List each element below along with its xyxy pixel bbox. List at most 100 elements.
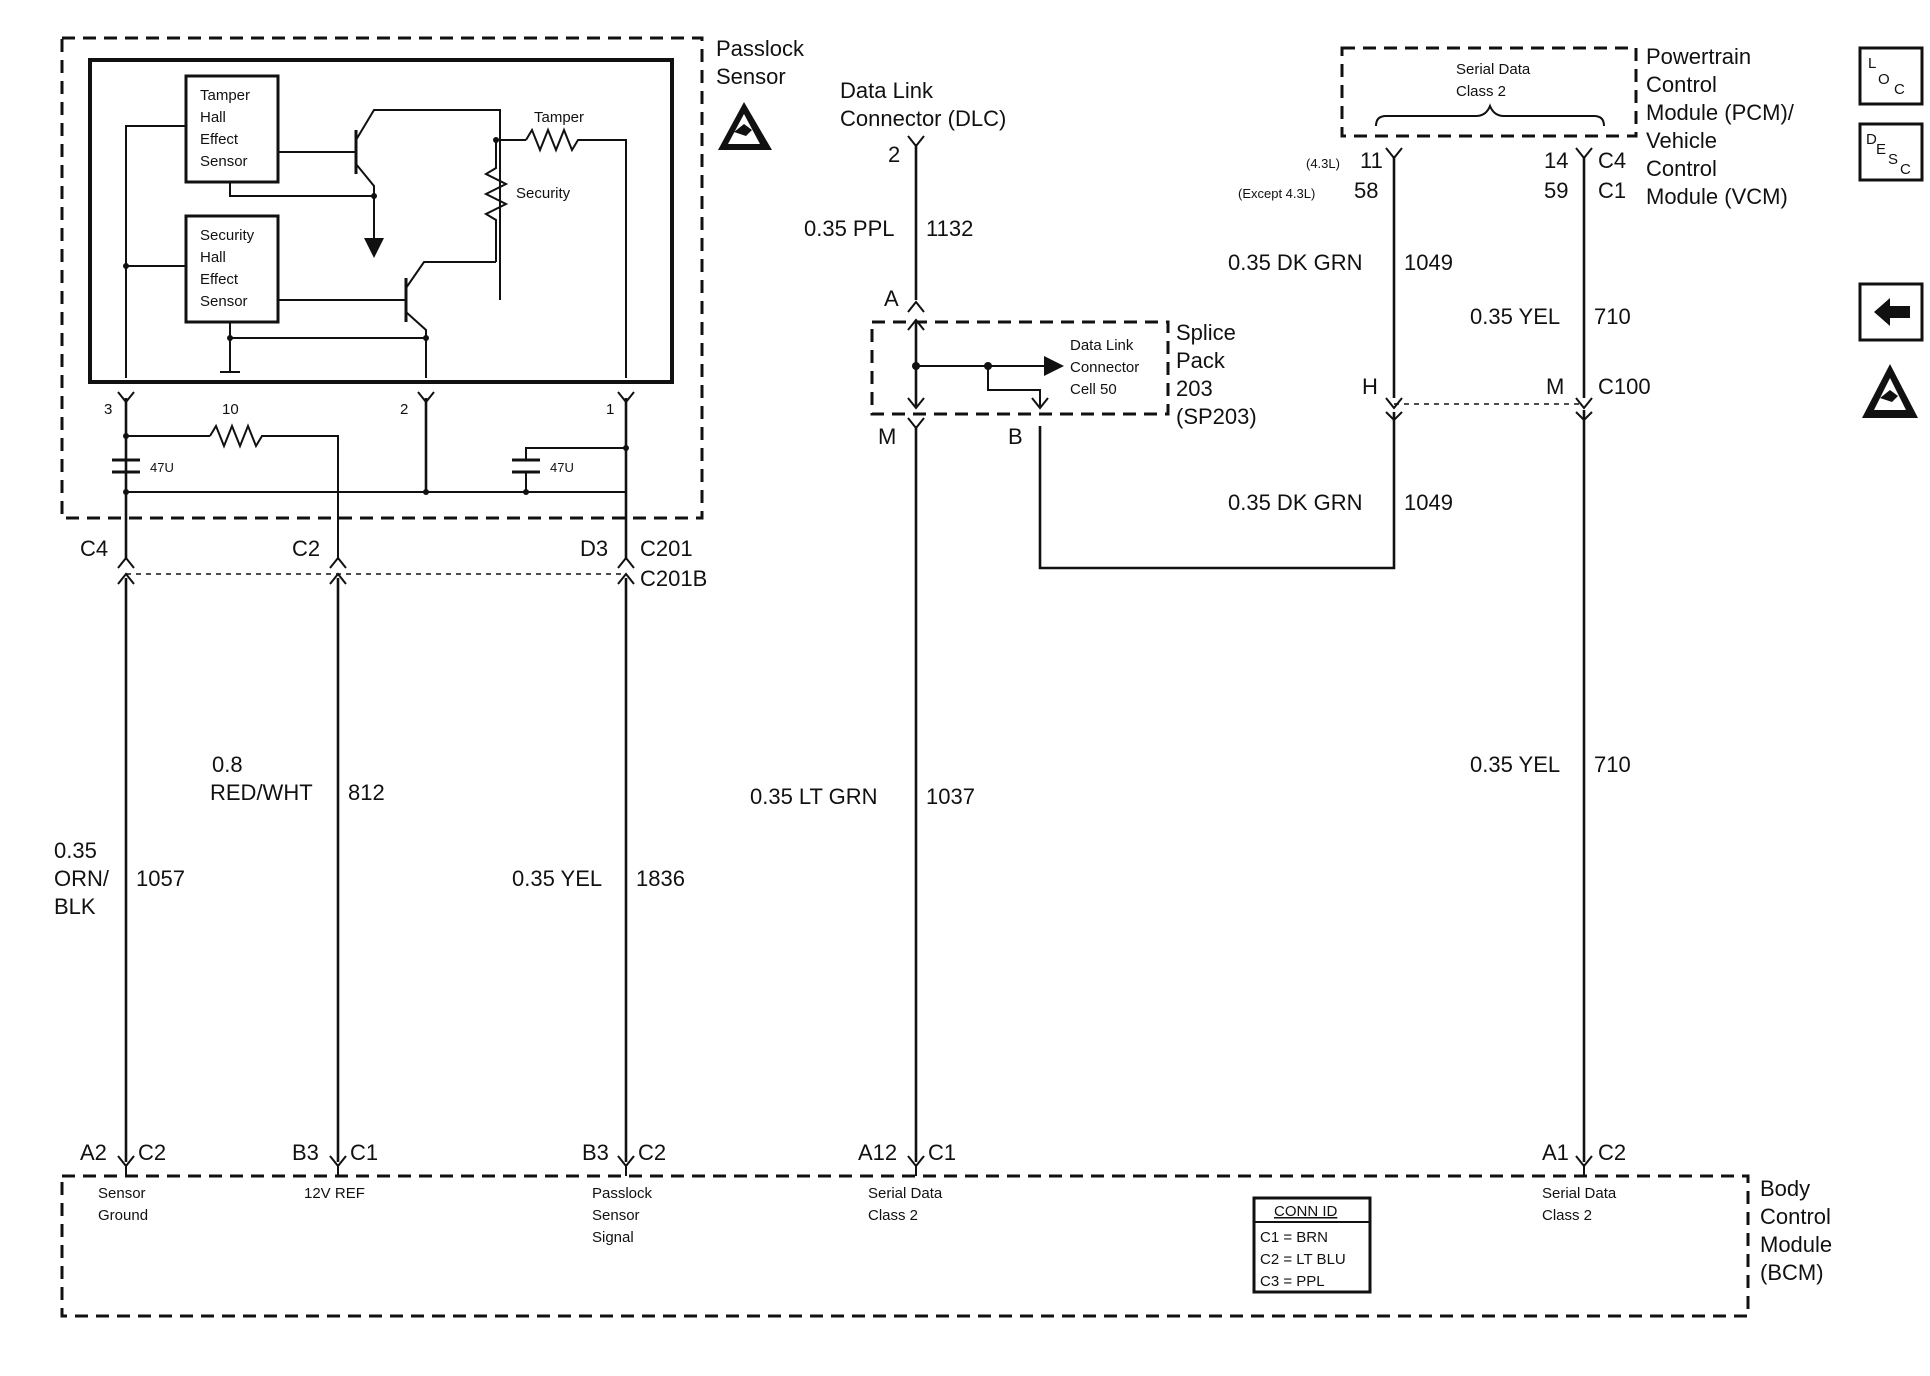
serial-box-line1: Serial Data — [1456, 61, 1531, 78]
wire-1836-label: 0.35 YEL — [512, 866, 602, 891]
c100-pin-m: M — [1546, 374, 1564, 399]
wire-1049-bottom-circuit: 1049 — [1404, 490, 1453, 515]
wire-1057-color1: ORN/ — [54, 866, 110, 891]
bcm-pin-a1: A1 — [1542, 1140, 1569, 1165]
conn-id-row-3: C3 = PPL — [1260, 1273, 1325, 1290]
bcm-pin-a2: A2 — [80, 1140, 107, 1165]
sensor-pin-2: 2 — [400, 401, 408, 418]
cap-left-label: 47U — [150, 460, 174, 475]
desc-icon-letter-d: D — [1866, 131, 1877, 148]
pcm-title-line6: Module (VCM) — [1646, 184, 1788, 209]
bcm-title-line4: (BCM) — [1760, 1260, 1824, 1285]
passlock-harness: 0.35 ORN/ BLK 1057 0.8 RED/WHT 812 0.35 … — [54, 578, 685, 1162]
c201-label: C201 — [640, 536, 693, 561]
pcm-title-line2: Control — [1646, 72, 1717, 97]
c201-pin-c2: C2 — [292, 536, 320, 561]
wire-710-bottom-label: 0.35 YEL — [1470, 752, 1560, 777]
pcm-title-line5: Control — [1646, 156, 1717, 181]
splice-cell-line2: Connector — [1070, 359, 1139, 376]
tamper-sensor-line1: Tamper — [200, 87, 250, 104]
wire-1057-circuit: 1057 — [136, 866, 185, 891]
sensor-pin-3: 3 — [104, 401, 112, 418]
bcm-pin-b3-b: B3 — [582, 1140, 609, 1165]
splice-pin-a: A — [884, 286, 899, 311]
desc-icon-letter-c: C — [1900, 161, 1911, 178]
pcm-pin-58: 58 — [1354, 178, 1378, 203]
conn-id-table: CONN ID C1 = BRN C2 = LT BLU C3 = PPL — [1252, 1196, 1372, 1294]
desc-icon-letter-e: E — [1876, 141, 1886, 158]
pcm-conn-c4: C4 — [1598, 148, 1626, 173]
pcm-title-line4: Vehicle — [1646, 128, 1717, 153]
security-sensor-line1: Security — [200, 227, 255, 244]
bcm-desc-serial-b-1: Serial Data — [1542, 1185, 1617, 1202]
bcm-conn-c2-a: C2 — [138, 1140, 166, 1165]
cap-right-label: 47U — [550, 460, 574, 475]
wire-812-size: 0.8 — [212, 752, 243, 777]
conn-id-title: CONN ID — [1274, 1203, 1338, 1220]
splice-cell-line3: Cell 50 — [1070, 381, 1117, 398]
bcm-desc-sensor-ground-1: Sensor — [98, 1185, 146, 1202]
pcm-conn-c1: C1 — [1598, 178, 1626, 203]
wire-1049-top-circuit: 1049 — [1404, 250, 1453, 275]
tamper-resistor-label: Tamper — [534, 109, 584, 126]
security-sensor-line4: Sensor — [200, 293, 248, 310]
wire-812-color: RED/WHT — [210, 780, 313, 805]
splice-cell-line1: Data Link — [1070, 337, 1134, 354]
c201-pin-c4: C4 — [80, 536, 108, 561]
tamper-sensor-line3: Effect — [200, 131, 239, 148]
bcm-conn-c1-a: C1 — [350, 1140, 378, 1165]
splice-pin-m: M — [878, 424, 896, 449]
splice-title-line1: Splice — [1176, 320, 1236, 345]
pcm-vcm-module: Serial Data Class 2 Powertrain Control M… — [1228, 44, 1795, 1162]
bcm-desc-passlock-2: Sensor — [592, 1207, 640, 1224]
bcm-conn-c1-b: C1 — [928, 1140, 956, 1165]
splice-title-line3: 203 — [1176, 376, 1213, 401]
passlock-title-line1: Passlock — [716, 36, 805, 61]
wire-812-circuit: 812 — [348, 780, 385, 805]
data-link-connector: Data Link Connector (DLC) 2 0.35 PPL 113… — [804, 78, 1006, 300]
pcm-pin-14: 14 — [1544, 148, 1568, 173]
bcm-conn-c2-b: C2 — [638, 1140, 666, 1165]
resistor-10-label: 10 — [222, 401, 239, 418]
pcm-title-line3: Module (PCM)/ — [1646, 100, 1795, 125]
serial-box-line2: Class 2 — [1456, 83, 1506, 100]
esd-warning-icon-side — [1862, 364, 1918, 418]
pcm-pin-11: 11 — [1360, 148, 1383, 173]
location-icon[interactable]: L O C — [1858, 46, 1924, 106]
loc-icon-letter-l: L — [1868, 55, 1876, 72]
bcm-title-line3: Module — [1760, 1232, 1832, 1257]
esd-warning-icon — [718, 102, 772, 150]
wire-1132-circuit: 1132 — [926, 216, 973, 241]
conn-id-row-1: C1 = BRN — [1260, 1229, 1328, 1246]
pcm-title-line1: Powertrain — [1646, 44, 1751, 69]
desc-icon-letter-s: S — [1888, 151, 1898, 168]
wire-1132-label: 0.35 PPL — [804, 216, 895, 241]
wire-1037-circuit: 1037 — [926, 784, 975, 809]
dlc-title-line1: Data Link — [840, 78, 934, 103]
wire-710-top-label: 0.35 YEL — [1470, 304, 1560, 329]
bcm-desc-12v-ref: 12V REF — [304, 1185, 365, 1202]
bcm-desc-serial-a-1: Serial Data — [868, 1185, 943, 1202]
pcm-pin-4-3l-note: (4.3L) — [1306, 156, 1340, 171]
splice-title-line4: (SP203) — [1176, 404, 1257, 429]
loc-icon-letter-o: O — [1878, 71, 1890, 88]
wire-1057-size: 0.35 — [54, 838, 97, 863]
c201b-label: C201B — [640, 566, 707, 591]
passlock-sensor-module: Passlock Sensor Tamper Hall Effect Senso… — [60, 36, 805, 560]
c100-label: C100 — [1598, 374, 1651, 399]
bcm-title-line1: Body — [1760, 1176, 1810, 1201]
splice-title-line2: Pack — [1176, 348, 1226, 373]
connector-c201: C4 C2 D3 C201 C201B — [80, 536, 707, 591]
description-icon[interactable]: D E S C — [1858, 122, 1924, 182]
bcm-desc-sensor-ground-2: Ground — [98, 1207, 148, 1224]
dlc-title-line2: Connector (DLC) — [840, 106, 1006, 131]
back-arrow-icon[interactable] — [1858, 282, 1924, 342]
sensor-pin-1: 1 — [606, 401, 614, 418]
bcm-conn-c2-c: C2 — [1598, 1140, 1626, 1165]
wire-710-top-circuit: 710 — [1594, 304, 1631, 329]
tamper-sensor-line2: Hall — [200, 109, 226, 126]
security-resistor-label: Security — [516, 185, 571, 202]
wire-1836-circuit: 1836 — [636, 866, 685, 891]
pcm-pin-59: 59 — [1544, 178, 1568, 203]
